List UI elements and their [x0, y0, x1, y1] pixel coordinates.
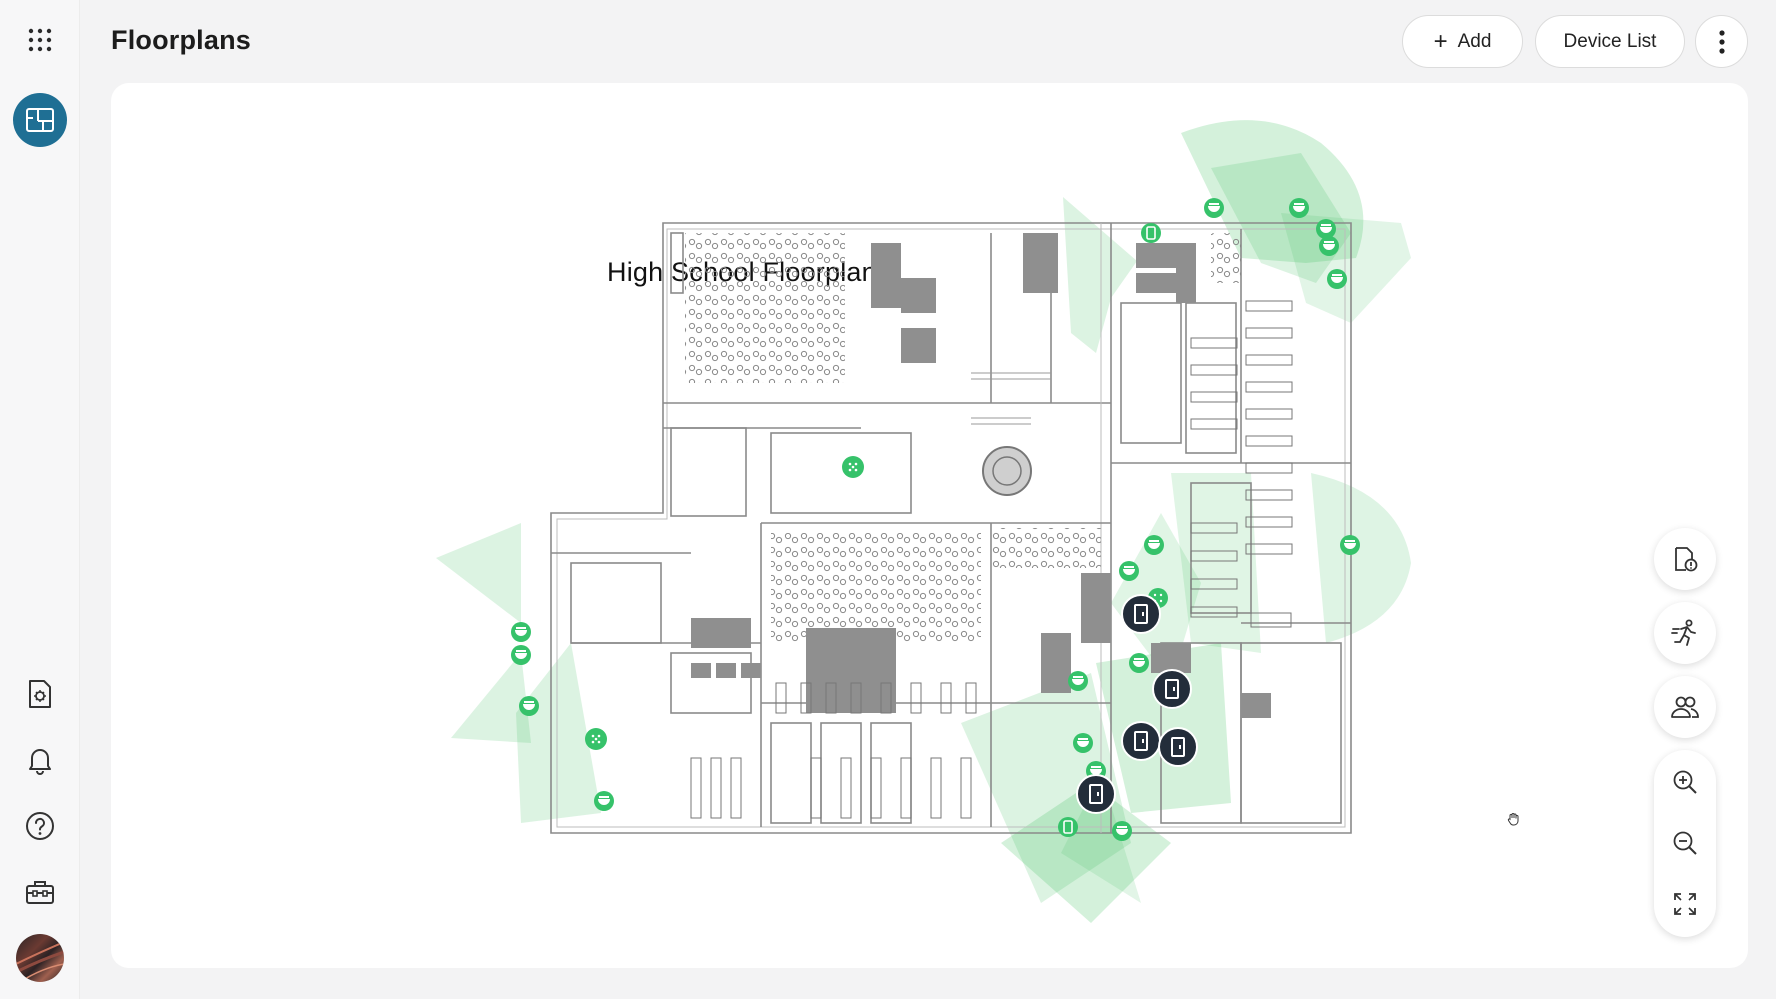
camera-icon[interactable]	[1204, 198, 1224, 218]
fit-screen-button[interactable]	[1654, 874, 1716, 934]
page-title: Floorplans	[111, 25, 252, 55]
badge-reader-icon[interactable]	[1141, 223, 1161, 243]
camera-icon[interactable]	[1319, 236, 1339, 256]
door-icon[interactable]	[1158, 727, 1198, 767]
floorplan-map[interactable]	[111, 83, 1748, 968]
zoom-controls	[1654, 750, 1716, 937]
bell-icon[interactable]	[14, 734, 66, 786]
door-markers[interactable]	[1076, 594, 1198, 814]
floorplan-furniture	[685, 233, 1293, 819]
avatar[interactable]	[16, 934, 64, 982]
floorplan-nav-button[interactable]	[13, 93, 67, 147]
camera-markers[interactable]	[511, 198, 1360, 841]
zoom-in-button[interactable]	[1654, 752, 1716, 812]
camera-coverage-layer	[436, 120, 1411, 923]
camera-icon[interactable]	[1327, 269, 1347, 289]
badge-reader-icon[interactable]	[1058, 817, 1078, 837]
sidebar	[0, 0, 80, 999]
zoom-in-icon	[1673, 770, 1697, 794]
plus-icon: +	[1433, 27, 1448, 55]
camera-icon[interactable]	[1129, 653, 1149, 673]
device-status-icon	[1675, 547, 1698, 572]
add-button-label: Add	[1457, 30, 1492, 52]
zoom-out-icon	[1673, 831, 1697, 855]
camera-icon[interactable]	[594, 791, 614, 811]
camera-icon[interactable]	[1119, 561, 1139, 581]
sensor-icon[interactable]	[585, 728, 607, 750]
camera-icon[interactable]	[511, 645, 531, 665]
apps-grid-icon[interactable]	[14, 14, 66, 66]
kebab-menu-icon	[1718, 29, 1725, 54]
door-icon[interactable]	[1121, 594, 1161, 634]
floorplan-icon	[26, 108, 54, 132]
camera-icon[interactable]	[1068, 671, 1088, 691]
device-list-button[interactable]: Device List	[1535, 15, 1685, 68]
camera-icon[interactable]	[1144, 535, 1164, 555]
camera-icon[interactable]	[1289, 198, 1309, 218]
help-icon[interactable]	[14, 800, 66, 852]
people-button[interactable]	[1654, 676, 1716, 738]
reports-icon[interactable]	[14, 668, 66, 720]
people-icon	[1671, 696, 1699, 718]
hand-cursor-icon	[1507, 813, 1519, 826]
activity-button[interactable]	[1654, 602, 1716, 664]
camera-icon[interactable]	[1112, 821, 1132, 841]
camera-icon[interactable]	[519, 696, 539, 716]
camera-icon[interactable]	[1316, 219, 1336, 239]
camera-icon[interactable]	[511, 622, 531, 642]
add-button[interactable]: + Add	[1402, 15, 1523, 68]
camera-icon[interactable]	[1340, 535, 1360, 555]
door-icon[interactable]	[1152, 669, 1192, 709]
fit-screen-icon	[1674, 893, 1696, 915]
zoom-out-button[interactable]	[1654, 813, 1716, 873]
toolbox-icon[interactable]	[14, 866, 66, 918]
device-status-button[interactable]	[1654, 528, 1716, 590]
floorplan-canvas[interactable]: High School Floorplan	[111, 83, 1748, 968]
sensor-icon[interactable]	[842, 456, 864, 478]
more-options-button[interactable]	[1695, 15, 1748, 68]
door-icon[interactable]	[1121, 721, 1161, 761]
camera-icon[interactable]	[1073, 733, 1093, 753]
activity-icon	[1671, 619, 1696, 646]
door-icon[interactable]	[1076, 774, 1116, 814]
device-list-label: Device List	[1563, 30, 1657, 52]
